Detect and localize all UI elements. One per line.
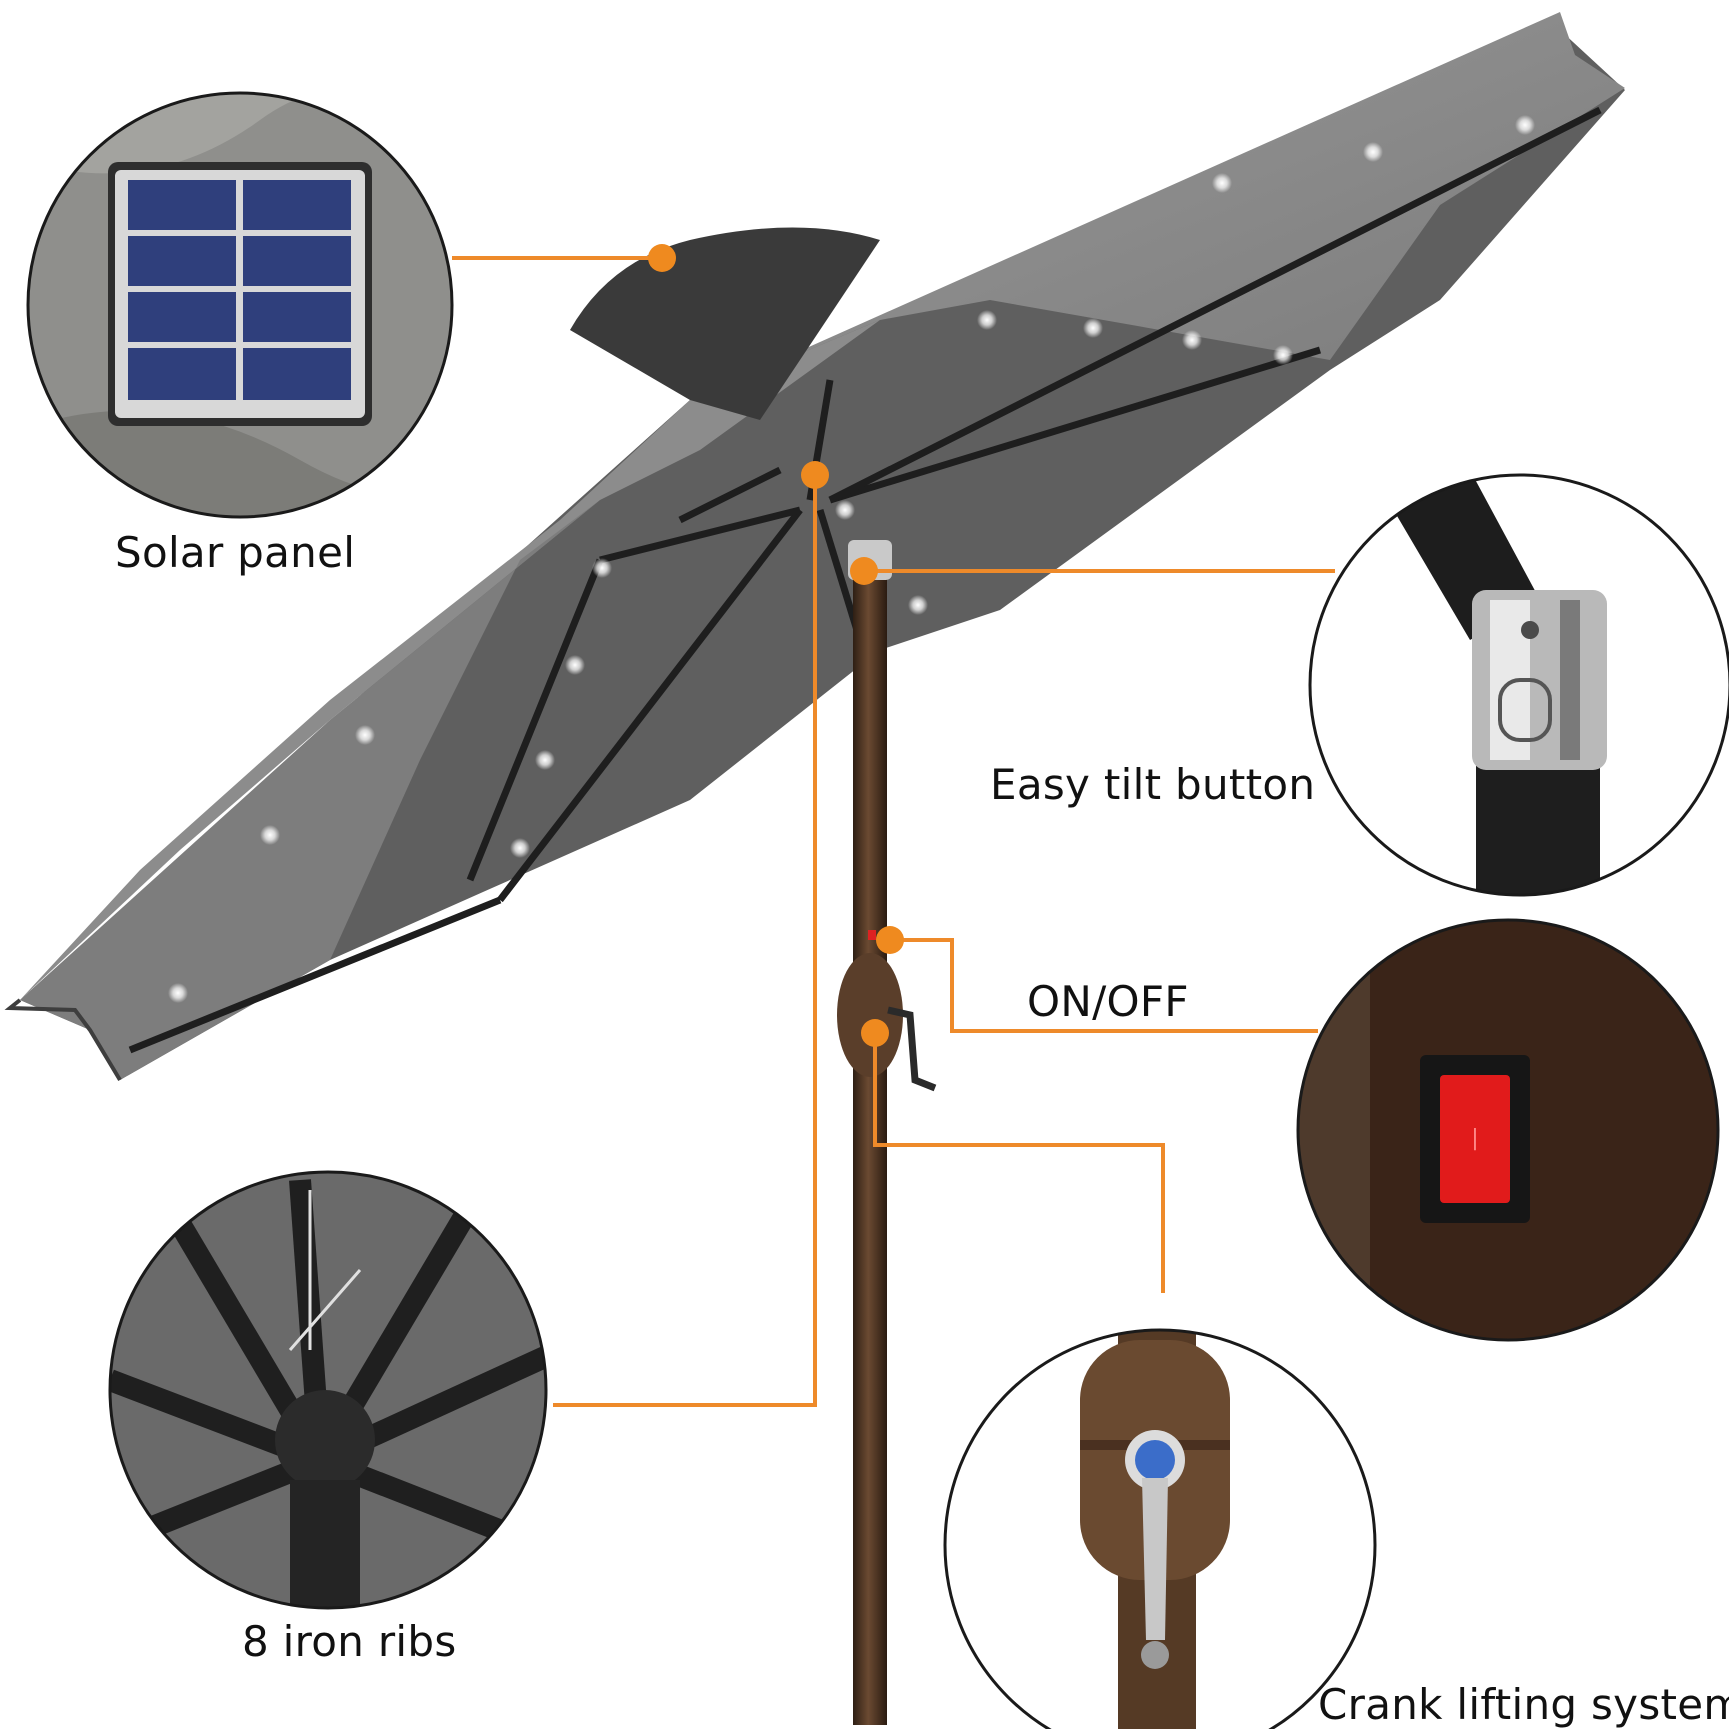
power-switch-icon: | bbox=[1296, 918, 1720, 1342]
ribs-hub-icon bbox=[108, 1170, 548, 1610]
on-off-label: ON/OFF bbox=[1027, 977, 1189, 1026]
canopy-left-lower bbox=[20, 500, 600, 1080]
solar-panel-label: Solar panel bbox=[115, 528, 356, 577]
switch-dot bbox=[868, 930, 876, 940]
callout-lines bbox=[452, 256, 1335, 1407]
solar-panel-icon bbox=[26, 91, 454, 519]
led-lights bbox=[168, 115, 1535, 1003]
canopy-top bbox=[690, 12, 1625, 400]
crank-handle-icon bbox=[943, 1328, 1377, 1729]
crank-label: Crank lifting system bbox=[1318, 1680, 1729, 1729]
umbrella bbox=[4, 12, 1625, 1725]
callout-dots bbox=[648, 244, 904, 1047]
crank-housing bbox=[837, 953, 903, 1077]
svg-text:|: | bbox=[1471, 1126, 1478, 1151]
crank-handle bbox=[887, 1006, 937, 1092]
ribs bbox=[128, 106, 1602, 1054]
pole bbox=[853, 575, 887, 1725]
tilt-button-label: Easy tilt button bbox=[990, 760, 1316, 809]
canopy-edge bbox=[4, 998, 122, 1082]
tilt-joint-icon bbox=[1308, 473, 1729, 897]
iron-ribs-label: 8 iron ribs bbox=[242, 1617, 457, 1666]
solar-hub bbox=[570, 227, 880, 420]
